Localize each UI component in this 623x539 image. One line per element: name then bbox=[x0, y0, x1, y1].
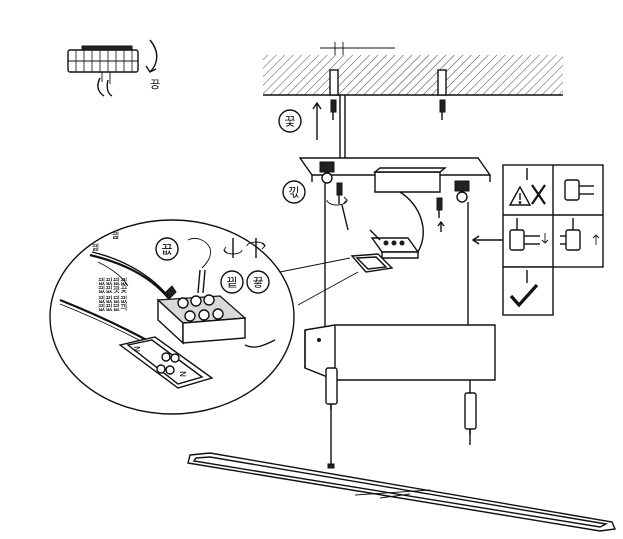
step-label-connect: 끖 bbox=[161, 243, 172, 257]
height-adjuster-right bbox=[464, 392, 477, 435]
step-circle-connect: 끖 bbox=[155, 237, 179, 261]
pointer-arrow-icon bbox=[471, 235, 503, 245]
wire-spec-2: 끲끲끳끛 bbox=[98, 284, 127, 294]
terminal-block bbox=[156, 285, 247, 345]
clip-icon-c bbox=[560, 218, 600, 251]
ceiling-screw-left bbox=[330, 99, 337, 120]
cross-icon bbox=[531, 184, 546, 205]
rotate-arrow-icon bbox=[326, 196, 348, 206]
step-circle-canopy: 끿 bbox=[282, 180, 306, 204]
step-label-ceiling: 꿏 bbox=[284, 115, 295, 129]
height-adjuster-left bbox=[325, 367, 338, 410]
wire-spec-1: 끲끲끲끲 bbox=[98, 276, 127, 286]
wire-label-live: 끮 bbox=[112, 230, 119, 240]
terminal-mark-n-top: N bbox=[133, 346, 142, 352]
terminal-plate: N N bbox=[118, 336, 214, 389]
feed-wire bbox=[341, 204, 349, 231]
canopy-screw-right bbox=[436, 197, 445, 232]
up-arrow-icon bbox=[312, 101, 322, 140]
check-icon bbox=[509, 270, 539, 308]
clip-icon-a bbox=[564, 179, 594, 201]
wire-spec-4: 끲끲끲끠 bbox=[98, 302, 127, 312]
ceiling bbox=[263, 42, 563, 96]
step-circle-ceiling: 꿏 bbox=[278, 109, 302, 133]
step-label-terminal: 끙 bbox=[150, 78, 160, 91]
canopy-bracket bbox=[298, 157, 492, 203]
step-circle-turn-right: 끃 bbox=[246, 270, 270, 294]
power-cable bbox=[399, 191, 424, 253]
turn-right-icon bbox=[246, 238, 266, 258]
clip-icon-b bbox=[509, 218, 549, 251]
lamp-bar bbox=[187, 452, 617, 532]
supply-cable bbox=[339, 95, 346, 160]
warning-icon bbox=[508, 185, 532, 206]
terminal-mark-n-bottom: N bbox=[179, 371, 188, 377]
terminal-strip-detail bbox=[67, 45, 139, 97]
step-label-canopy: 끿 bbox=[288, 186, 299, 200]
step-circle-turn-left: 끹 bbox=[220, 270, 244, 294]
turn-left-icon bbox=[223, 238, 243, 258]
wire-spec-3: 끲끲끲끲 bbox=[98, 294, 127, 304]
mounting-plate bbox=[350, 253, 394, 273]
wire-label-neutral: 끯 bbox=[92, 243, 99, 252]
screwdriver-icon bbox=[187, 237, 211, 294]
ceiling-screw-right bbox=[439, 99, 446, 120]
terminal-connector-small bbox=[369, 229, 420, 259]
step-label-turn-left: 끹 bbox=[226, 276, 237, 290]
canopy-screw-left bbox=[336, 182, 343, 204]
curved-arrow-icon bbox=[145, 39, 158, 73]
callout-line-top bbox=[279, 257, 351, 273]
step-label-turn-right: 끃 bbox=[252, 276, 263, 290]
driver-box bbox=[304, 324, 496, 381]
callout-line-bottom bbox=[297, 271, 359, 306]
